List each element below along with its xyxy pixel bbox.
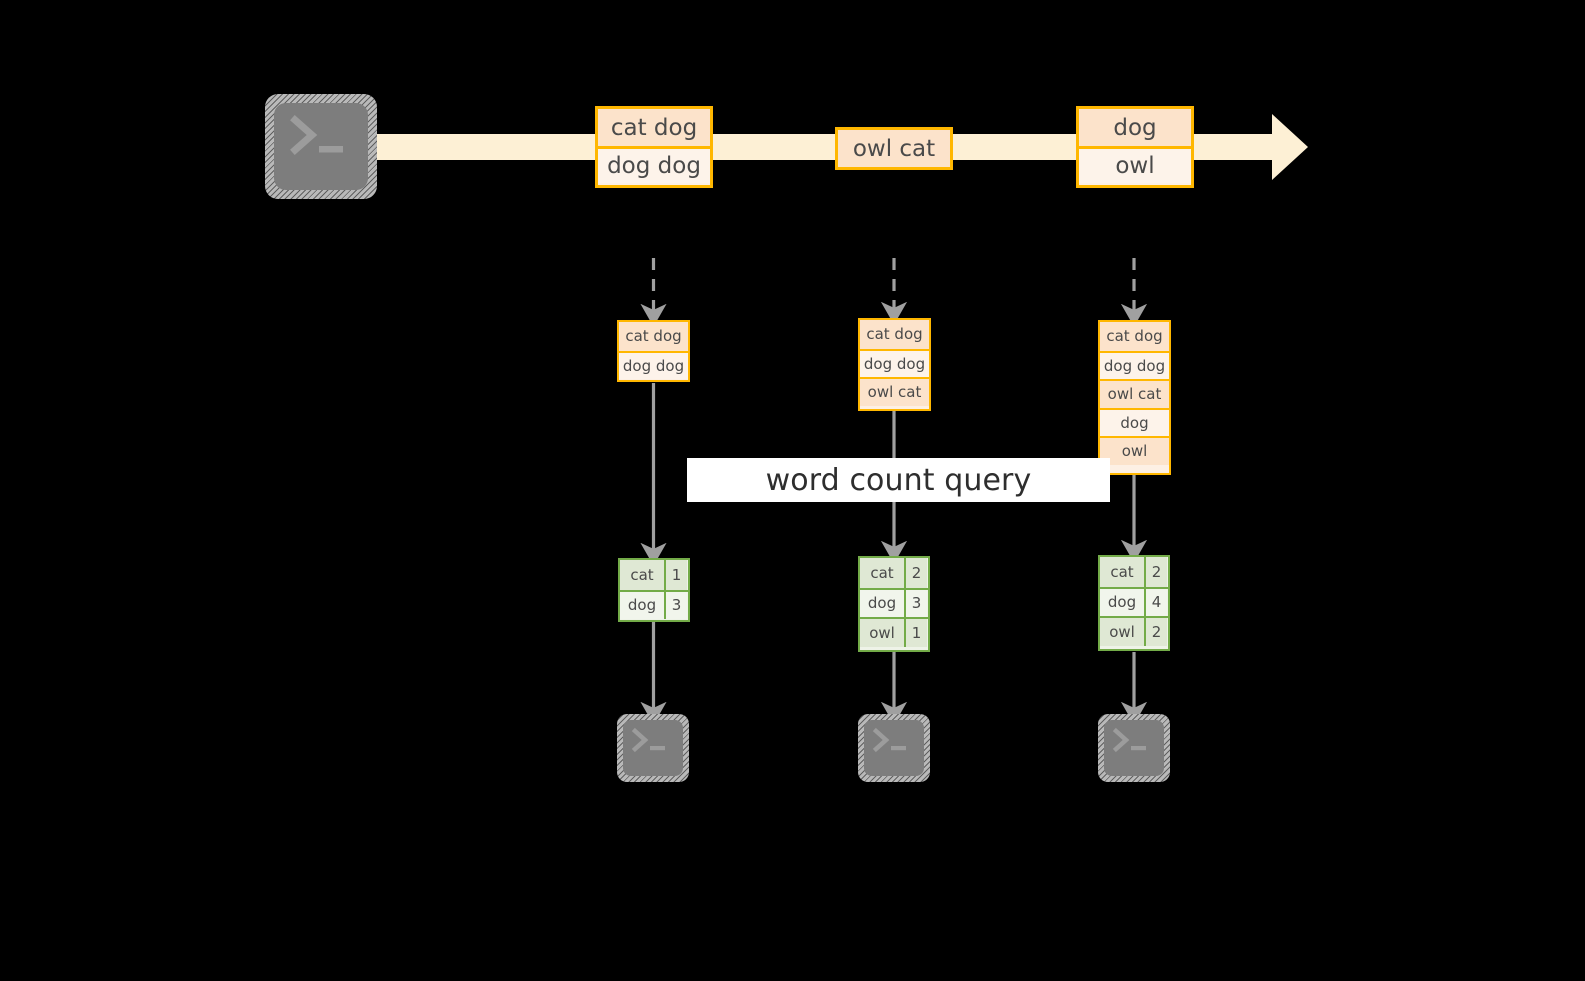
snapshot-1-row-2: dog dog	[619, 350, 688, 379]
terminal-prompt-icon	[872, 727, 906, 753]
result-table-1[interactable]: cat 1 dog 3	[618, 558, 690, 622]
query-label-band: word count query	[687, 458, 1110, 502]
snapshot-2-row-2: dog dog	[860, 348, 929, 377]
result-2-word-1: cat	[860, 558, 904, 588]
snapshot-3-row-5: owl	[1100, 436, 1169, 465]
result-table-1-row-1: cat 1	[620, 560, 688, 590]
stream-event-2[interactable]: owl cat	[835, 127, 953, 170]
snapshot-table-2[interactable]: cat dog dog dog owl cat	[858, 318, 931, 411]
result-table-2[interactable]: cat 2 dog 3 owl 1	[858, 556, 930, 652]
stream-event-2-line-1: owl cat	[838, 130, 950, 167]
sink-terminal-2[interactable]	[858, 714, 930, 782]
result-3-word-3: owl	[1100, 618, 1144, 646]
result-2-count-2: 3	[904, 589, 927, 617]
stream-event-3-line-2: owl	[1079, 146, 1191, 183]
snapshot-3-row-3: owl cat	[1100, 379, 1169, 408]
result-table-3[interactable]: cat 2 dog 4 owl 2	[1098, 555, 1170, 651]
snapshot-table-3[interactable]: cat dog dog dog owl cat dog owl	[1098, 320, 1171, 475]
result-table-3-row-2: dog 4	[1100, 586, 1168, 616]
result-1-word-2: dog	[620, 591, 664, 619]
stream-event-1-line-1: cat dog	[598, 109, 710, 146]
sink-terminal-1[interactable]	[617, 714, 689, 782]
result-1-count-1: 1	[664, 560, 687, 590]
terminal-prompt-icon	[290, 115, 343, 155]
source-terminal[interactable]	[265, 94, 377, 199]
stream-event-1-line-2: dog dog	[598, 146, 710, 183]
result-2-count-1: 2	[904, 558, 927, 588]
snapshot-3-row-4: dog	[1100, 407, 1169, 436]
result-table-3-row-1: cat 2	[1100, 557, 1168, 587]
result-3-word-2: dog	[1100, 588, 1144, 616]
result-1-word-1: cat	[620, 560, 664, 590]
snapshot-3-row-1: cat dog	[1100, 322, 1169, 351]
snapshot-3-row-2: dog dog	[1100, 350, 1169, 379]
snapshot-table-1[interactable]: cat dog dog dog	[617, 320, 690, 382]
result-3-count-2: 4	[1144, 588, 1167, 616]
stream-event-1[interactable]: cat dog dog dog	[595, 106, 713, 188]
result-3-count-1: 2	[1144, 557, 1167, 587]
query-label-text: word count query	[765, 462, 1032, 498]
result-1-count-2: 3	[664, 591, 687, 619]
result-2-word-3: owl	[860, 619, 904, 647]
snapshot-2-row-1: cat dog	[860, 320, 929, 349]
result-2-word-2: dog	[860, 589, 904, 617]
terminal-prompt-icon	[631, 727, 665, 753]
terminal-prompt-icon	[1112, 727, 1146, 753]
result-table-3-row-3: owl 2	[1100, 616, 1168, 646]
snapshot-1-row-1: cat dog	[619, 322, 688, 351]
stream-event-3[interactable]: dog owl	[1076, 106, 1194, 188]
result-3-count-3: 2	[1144, 618, 1167, 646]
stream-event-3-line-1: dog	[1079, 109, 1191, 146]
snapshot-2-row-3: owl cat	[860, 377, 929, 406]
sink-terminal-3[interactable]	[1098, 714, 1170, 782]
result-table-2-row-2: dog 3	[860, 587, 928, 617]
result-table-2-row-1: cat 2	[860, 558, 928, 588]
result-table-1-row-2: dog 3	[620, 589, 688, 619]
result-2-count-3: 1	[904, 619, 927, 647]
result-3-word-1: cat	[1100, 557, 1144, 587]
result-table-2-row-3: owl 1	[860, 617, 928, 647]
